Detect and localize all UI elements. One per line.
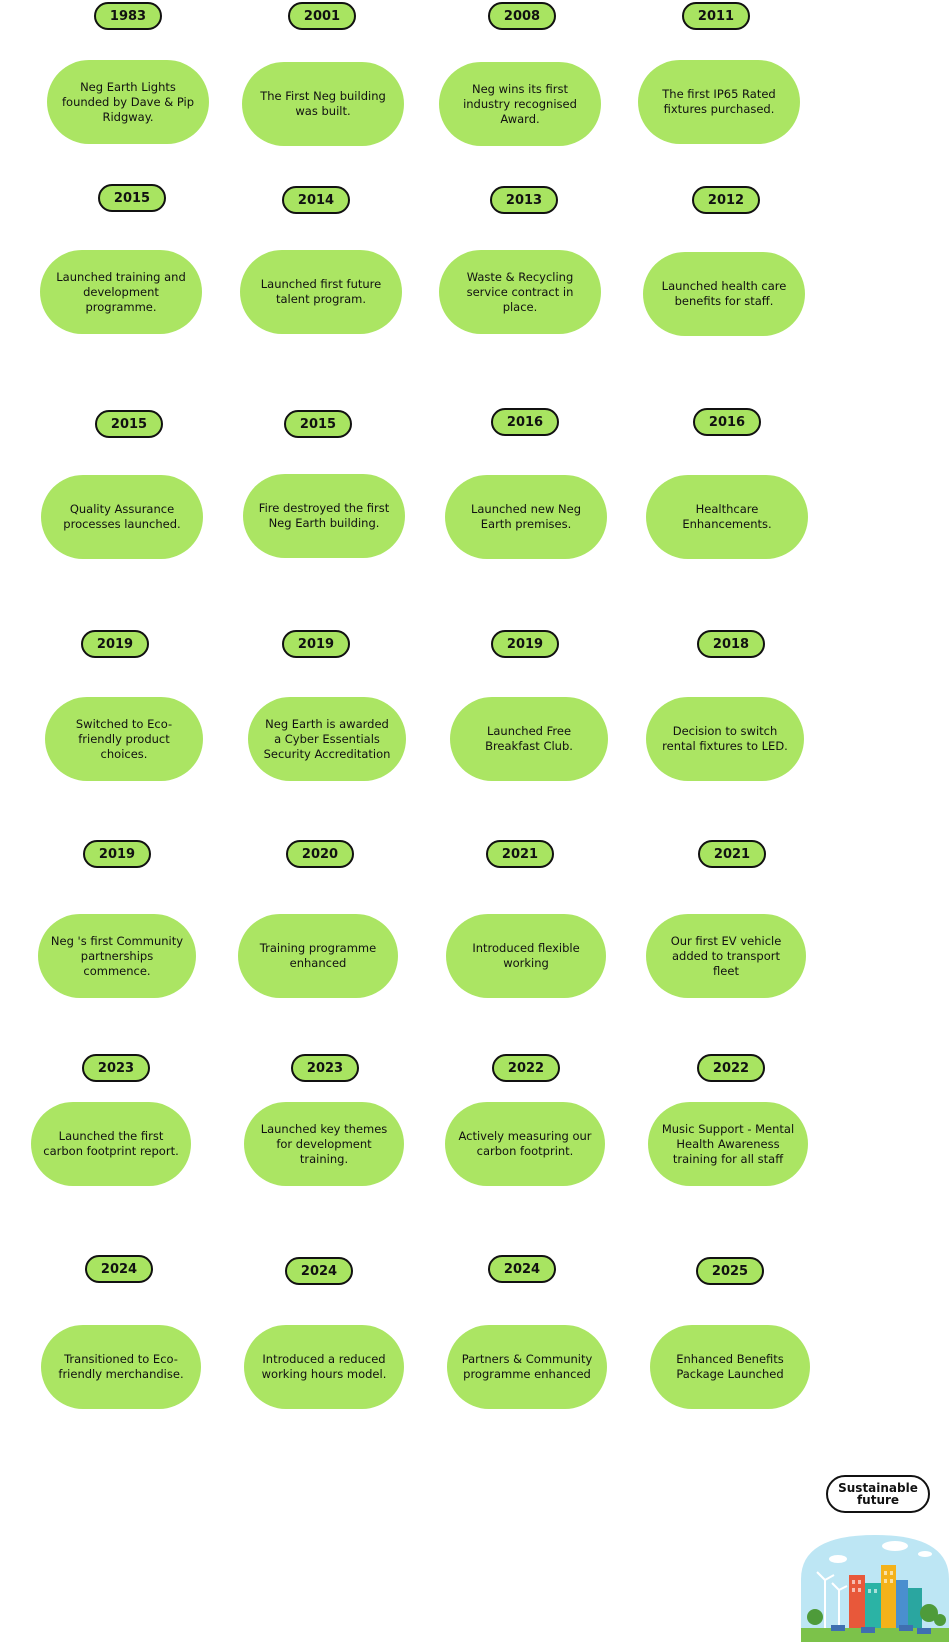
milestone-card: Decision to switch rental fixtures to LE… [646, 697, 804, 781]
milestone-card: Partners & Community programme enhanced [447, 1325, 607, 1409]
milestone-card: Neg Earth is awarded a Cyber Essentials … [248, 697, 406, 781]
year-badge: 2011 [682, 2, 750, 30]
milestone-card: Transitioned to Eco-friendly merchandise… [41, 1325, 201, 1409]
milestone-card: Introduced flexible working [446, 914, 606, 998]
milestone-card: Launched training and development progra… [40, 250, 202, 334]
year-badge: 2024 [285, 1257, 353, 1285]
milestone-card: Neg 's first Community partnerships comm… [38, 914, 196, 998]
milestone-card: Neg wins its first industry recognised A… [439, 62, 601, 146]
year-badge: 2022 [492, 1054, 560, 1082]
year-badge: 2012 [692, 186, 760, 214]
year-badge: 2016 [491, 408, 559, 436]
milestone-card: Launched health care benefits for staff. [643, 252, 805, 336]
year-badge: 1983 [94, 2, 162, 30]
milestone-card: Introduced a reduced working hours model… [244, 1325, 404, 1409]
milestone-card: Launched Free Breakfast Club. [450, 697, 608, 781]
year-badge: 2022 [697, 1054, 765, 1082]
milestone-card: The First Neg building was built. [242, 62, 404, 146]
milestone-card: Launched new Neg Earth premises. [445, 475, 607, 559]
year-badge: 2015 [98, 184, 166, 212]
year-badge: 2019 [83, 840, 151, 868]
milestone-card: Launched first future talent program. [240, 250, 402, 334]
year-badge: 2021 [486, 840, 554, 868]
year-badge: 2018 [697, 630, 765, 658]
milestone-card: Fire destroyed the first Neg Earth build… [243, 474, 405, 558]
milestone-card: Launched the first carbon footprint repo… [31, 1102, 191, 1186]
milestone-card: Our first EV vehicle added to transport … [646, 914, 806, 998]
milestone-card: Healthcare Enhancements. [646, 475, 808, 559]
year-badge: 2019 [491, 630, 559, 658]
year-badge: 2021 [698, 840, 766, 868]
milestone-card: Quality Assurance processes launched. [41, 475, 203, 559]
milestone-card: The first IP65 Rated fixtures purchased. [638, 60, 800, 144]
year-badge: 2014 [282, 186, 350, 214]
milestone-card: Neg Earth Lights founded by Dave & Pip R… [47, 60, 209, 144]
milestone-card: Waste & Recycling service contract in pl… [439, 250, 601, 334]
sustainable-city-icon [801, 1535, 949, 1642]
year-badge: 2001 [288, 2, 356, 30]
year-badge: 2023 [291, 1054, 359, 1082]
year-badge: 2016 [693, 408, 761, 436]
milestone-card: Enhanced Benefits Package Launched [650, 1325, 810, 1409]
sustainable-future-badge: Sustainable future [826, 1475, 930, 1513]
milestone-card: Switched to Eco-friendly product choices… [45, 697, 203, 781]
year-badge: 2020 [286, 840, 354, 868]
year-badge: 2008 [488, 2, 556, 30]
year-badge: 2024 [488, 1255, 556, 1283]
year-badge: 2023 [82, 1054, 150, 1082]
year-badge: 2015 [284, 410, 352, 438]
year-badge: 2025 [696, 1257, 764, 1285]
milestone-card: Launched key themes for development trai… [244, 1102, 404, 1186]
milestone-card: Actively measuring our carbon footprint. [445, 1102, 605, 1186]
milestone-card: Training programme enhanced [238, 914, 398, 998]
milestone-card: Music Support - Mental Health Awareness … [648, 1102, 808, 1186]
year-badge: 2024 [85, 1255, 153, 1283]
year-badge: 2013 [490, 186, 558, 214]
year-badge: 2019 [81, 630, 149, 658]
year-badge: 2015 [95, 410, 163, 438]
year-badge: 2019 [282, 630, 350, 658]
